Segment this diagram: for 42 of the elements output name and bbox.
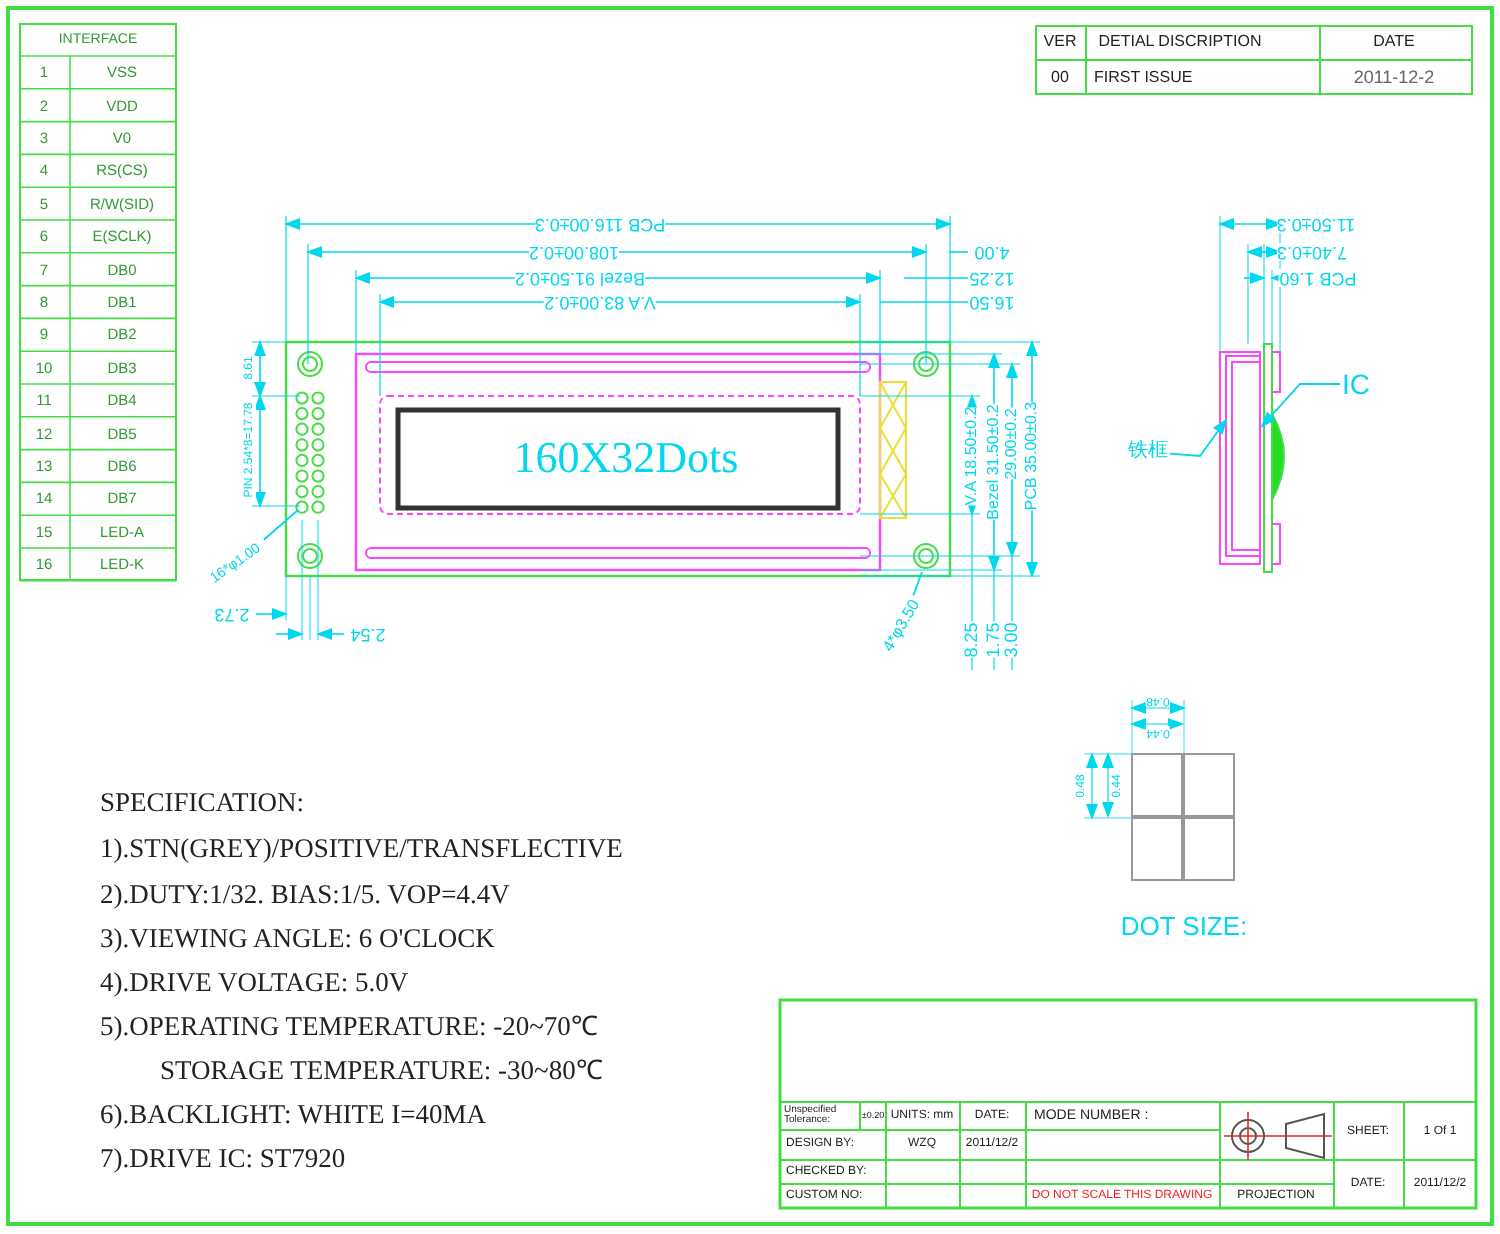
dimension-label: PCB 35.00±0.3	[1024, 401, 1040, 511]
spec-text: 3).VIEWING ANGLE: 6 O'CLOCK	[100, 924, 495, 952]
spec-text: 2).DUTY:1/32. BIAS:1/5. VOP=4.4V	[100, 880, 510, 908]
dimension-label: 2.73	[214, 605, 250, 623]
spec-text: 7).DRIVE IC: ST7920	[100, 1144, 346, 1172]
dimension-label: V.A 83.00±0.2	[544, 293, 656, 311]
table-text: 00	[1051, 70, 1069, 86]
table-text: FIRST ISSUE	[1094, 70, 1193, 86]
dimension-label: PCB 116.00±0.3	[534, 215, 666, 233]
leader-text: IC	[1342, 370, 1370, 398]
table-header: DATE	[1373, 34, 1415, 50]
leader-line	[1169, 418, 1228, 457]
spec-text: 6).BACKLIGHT: WHITE I=40MA	[100, 1100, 487, 1128]
table-text: 2011-12-2	[1353, 69, 1435, 87]
dimension-label: V.A 18.50±0.2	[964, 406, 980, 506]
dimension-label: 29.00±0.2	[1004, 408, 1020, 480]
display-text: 160X32Dots	[513, 436, 739, 480]
dimension-label: 7.40±0.3	[1277, 243, 1347, 261]
spec-text: 1).STN(GREY)/POSITIVE/TRANSFLECTIVE	[100, 834, 623, 862]
dimension-label: 8.25	[963, 622, 981, 658]
dimension-label: 12.25	[969, 269, 1015, 287]
dimension-label: 3.00	[1003, 622, 1021, 658]
table-header: VER	[1043, 34, 1077, 50]
dimension-label: 108.00±0.2	[529, 243, 619, 261]
table-header: DETIAL DISCRIPTION	[1098, 34, 1262, 50]
spec-text: STORAGE TEMPERATURE: -30~80℃	[160, 1056, 602, 1084]
leader-line	[1260, 383, 1341, 428]
leader-line	[912, 571, 923, 597]
dimension-label: 1.75	[985, 622, 1003, 658]
dimension-label: 11.50±0.3	[1276, 215, 1356, 233]
dimension-label: PCB 1.60	[1279, 269, 1357, 287]
dimension-label: Bezel 91.50±0.2	[515, 269, 645, 287]
caption: DOT SIZE:	[1120, 913, 1248, 939]
spec-text: 4).DRIVE VOLTAGE: 5.0V	[100, 968, 409, 996]
spec-text: 5).OPERATING TEMPERATURE: -20~70℃	[100, 1012, 597, 1040]
dimension-label: 16.50	[969, 293, 1015, 311]
spec-text: SPECIFICATION:	[100, 788, 305, 816]
leader-text: 铁框	[1128, 442, 1168, 462]
dimension-label: 2.54	[350, 625, 386, 643]
dimension-label: Bezel 31.50±0.2	[986, 404, 1002, 520]
dimension-label: 4.00	[974, 243, 1010, 261]
leader-line	[262, 509, 299, 541]
